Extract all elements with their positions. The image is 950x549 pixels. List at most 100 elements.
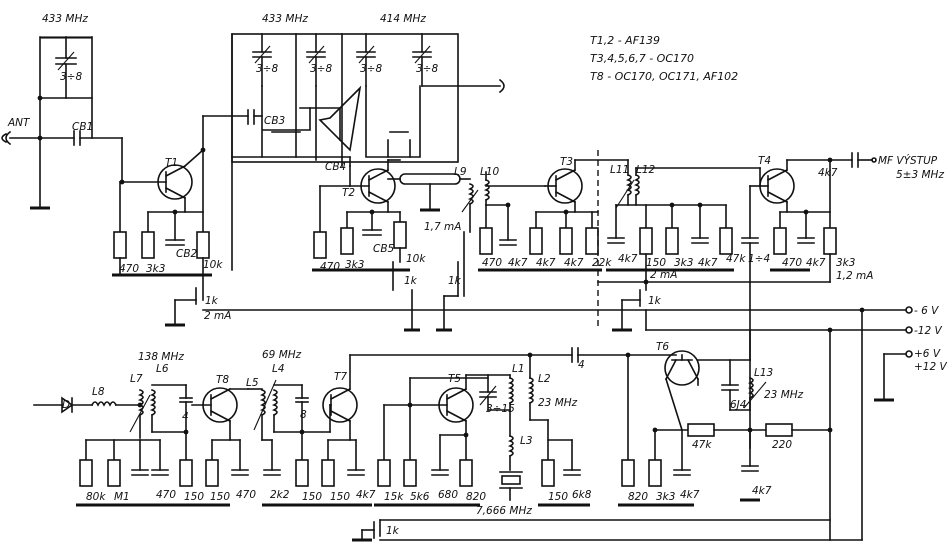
- t4-output-network: MF VÝSTUP 4k7 5±3 MHz 1÷4 470 4k7 3k3 1,…: [741, 152, 944, 449]
- legend-line-2: T3,4,5,6,7 - OC170: [590, 52, 694, 65]
- r3k3-t4b: 3k3: [836, 257, 855, 269]
- r47k-t6: 47k: [692, 439, 712, 451]
- r150-t4: 150: [646, 257, 666, 269]
- diode-input: D L8: [33, 386, 141, 414]
- l11-label: L11: [610, 164, 629, 176]
- l10-label: L10: [480, 166, 500, 178]
- r47k-t4: 47k: [726, 253, 746, 265]
- crystal-icon: [501, 475, 521, 485]
- l9-label: L9: [454, 166, 467, 178]
- c1-4-label: 1÷4: [748, 253, 770, 265]
- freq-414-gang: 414 MHz: [380, 13, 426, 25]
- r3k3-t4: 3k3: [674, 257, 693, 269]
- transistor-legend: T1,2 - AF139 T3,4,5,6,7 - OC170 T8 - OC1…: [590, 34, 738, 83]
- t1-label: T1: [165, 157, 178, 169]
- cb2-label: CB2: [176, 248, 198, 260]
- cb4-label: CB4: [325, 161, 346, 173]
- t1-bias-network: 470 3k3 CB2 10k 1k 2 mA: [112, 149, 231, 327]
- transistor-t6: T6: [656, 341, 751, 432]
- freq-138: 138 MHz: [138, 351, 184, 363]
- t2-bias-network: 470 3k3 CB5 10k 1k: [312, 185, 426, 332]
- freq-433-gang: 433 MHz: [262, 13, 308, 25]
- l1-l2-l3-tank: L1 L2 23 MHz 3÷15 L3 7,666 MHz: [476, 354, 578, 517]
- rail-minus-12v: -12 V: [914, 325, 942, 337]
- r1k-bottom: 1k: [386, 525, 400, 537]
- c680: 680: [438, 489, 458, 501]
- mf-output-label: MF VÝSTUP: [878, 154, 938, 167]
- gang-trimmers: 3÷8 3÷8 3÷8 3÷8: [252, 33, 438, 87]
- r3k3-t6: 3k3: [656, 491, 675, 503]
- cb3-label: CB3: [264, 115, 285, 127]
- c8-label: 8: [300, 409, 307, 421]
- legend-line-3: T8 - OC170, OC171, AF102: [590, 70, 738, 83]
- t6-output-network: L13 23 MHz 6J4 47k 220 4k7: [654, 329, 831, 502]
- current-t1: 2 mA: [204, 310, 231, 322]
- bottom-1k-decoupling: 1k: [352, 519, 400, 542]
- r1k-t1: 1k: [205, 295, 219, 307]
- trim-label-d: 3÷8: [416, 63, 438, 75]
- l11-l12-coupling: L11 L12: [610, 159, 761, 209]
- r150-t7b: 150: [330, 491, 350, 503]
- trim-l1-label: 3÷15: [486, 403, 515, 415]
- t7-label: T7: [334, 371, 347, 383]
- antenna-input-stage: ANT 433 MHz 3÷8 CB1: [1, 13, 123, 210]
- t2-label: T2: [342, 187, 355, 199]
- c4k7-t7: 4k7: [356, 489, 376, 501]
- r150-t8a: 150: [184, 491, 204, 503]
- r22k-t3: 22k: [592, 257, 612, 269]
- t5-label: T5: [448, 373, 461, 385]
- l8-label: L8: [92, 386, 105, 398]
- osc-output-connector-icon: [498, 78, 505, 94]
- c6j4-label: 6J4: [730, 399, 746, 411]
- transistor-t5: T5: [383, 373, 511, 436]
- freq-23-a: 23 MHz: [538, 397, 578, 409]
- r1k-t2b: 1k: [448, 275, 462, 287]
- r80k: 80k: [86, 491, 106, 503]
- r5k6: 5k6: [410, 491, 430, 503]
- t7-bias: 150 4k7: [262, 439, 376, 507]
- coupling-l9-coax: L9 1,7 mA 1k: [387, 159, 479, 332]
- supply-rails: - 6 V -12 V +6 V +12 V: [202, 305, 947, 541]
- t3-bias-network: 470 4k7 4k7 4k7 22k: [478, 204, 612, 272]
- xtal-freq: 7,666 MHz: [476, 505, 532, 517]
- tuning-gang-box: 433 MHz 414 MHz 3÷8 3÷8 3÷8 3÷8 CB4 CB3: [202, 13, 505, 271]
- rM1: M1: [114, 491, 130, 503]
- l2-label: L2: [538, 373, 551, 385]
- cb5-label: CB5: [373, 243, 395, 255]
- trim-label-c: 3÷8: [360, 63, 382, 75]
- antenna-connector-icon: [1, 130, 12, 146]
- r1k-t2: 1k: [404, 275, 418, 287]
- freq-69: 69 MHz: [262, 349, 302, 361]
- rail-plus-6v: +6 V: [914, 348, 941, 360]
- rail-minus-6v: - 6 V: [914, 305, 939, 317]
- c6k8: 6k8: [572, 489, 592, 501]
- c4k7-t4b: 4k7: [698, 257, 718, 269]
- l12-label: L12: [636, 164, 656, 176]
- r150-t7a: 150: [302, 491, 322, 503]
- diode-label: D: [62, 399, 70, 411]
- l5-l4-filter: 69 MHz L4 L5 8 2k2 150: [246, 349, 331, 503]
- t6-input-network: 150 6k8 820 3k3 4k7: [538, 354, 700, 507]
- r3k3-t2: 3k3: [345, 259, 364, 271]
- l13-label: L13: [754, 367, 773, 379]
- c4k7-t6b: 4k7: [752, 485, 772, 497]
- t6-label: T6: [656, 341, 669, 353]
- legend-line-1: T1,2 - AF139: [590, 34, 660, 47]
- trim-label-b: 3÷8: [310, 63, 332, 75]
- c4k7-t3a: 4k7: [508, 257, 528, 269]
- r15k: 15k: [384, 491, 404, 503]
- rail-plus-12v: +12 V: [914, 361, 947, 373]
- r4k7-out: 4k7: [818, 167, 838, 179]
- l7-label: L7: [130, 373, 143, 385]
- current-t4: 1,2 mA: [836, 270, 873, 282]
- r150-t8b: 150: [210, 491, 230, 503]
- r820-t6: 820: [628, 491, 648, 503]
- output-freq: 5±3 MHz: [896, 169, 944, 181]
- l5-label: L5: [246, 377, 259, 389]
- r10k-t1: 10k: [203, 259, 223, 271]
- l7-l6-filter: 138 MHz L7 L6 4: [129, 351, 193, 439]
- t8-input-bias: 80k M1 470 150: [76, 431, 230, 507]
- transistor-t8: T8: [191, 374, 249, 441]
- r470-t3: 470: [482, 257, 502, 269]
